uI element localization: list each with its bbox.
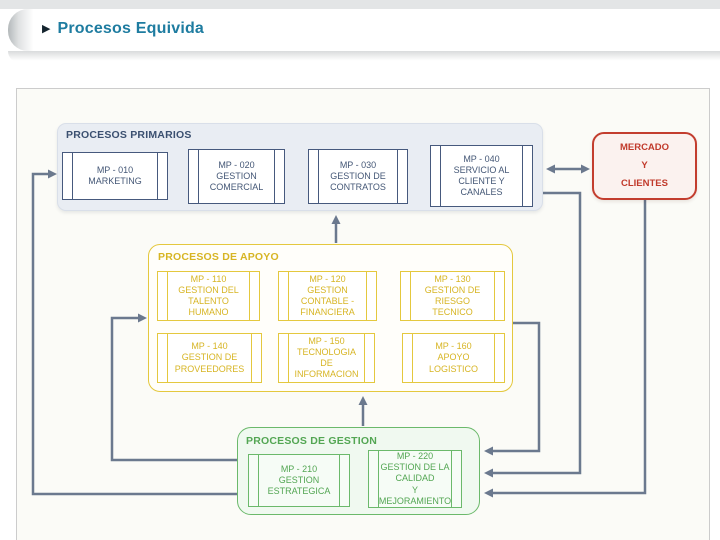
connector-gestion-to-primarios	[31, 172, 237, 496]
process-box-label: MP - 120 GESTION CONTABLE - FINANCIERA	[300, 273, 355, 318]
process-box-mp-210[interactable]: MP - 210 GESTION ESTRATEGICA	[248, 454, 350, 507]
header-cap	[8, 9, 38, 51]
process-box-label: MP - 020 GESTION COMERCIAL	[209, 159, 264, 193]
process-box-mp-030[interactable]: MP - 030 GESTION DE CONTRATOS	[308, 149, 408, 204]
process-box-mp-120[interactable]: MP - 120 GESTION CONTABLE - FINANCIERA	[278, 271, 377, 321]
process-box-label: MP - 160 APOYO LOGISTICO	[428, 341, 478, 374]
gestion-title: PROCESOS DE GESTION	[246, 435, 377, 447]
process-box-label: MP - 140 GESTION DE PROVEEDORES	[174, 341, 245, 374]
process-box-mp-150[interactable]: MP - 150 TECNOLOGIA DE INFORMACION	[278, 333, 375, 383]
process-box-label: MP - 110 GESTION DEL TALENTO HUMANO	[178, 273, 239, 318]
arrowhead-into-mercado	[581, 164, 590, 174]
process-box-mp-130[interactable]: MP - 130 GESTION DE RIESGO TECNICO	[400, 271, 505, 321]
process-box-mp-220[interactable]: MP - 220 GESTION DE LA CALIDAD Y MEJORAM…	[368, 450, 462, 508]
mercado-clientes-label: MERCADO Y CLIENTES	[619, 141, 670, 190]
expander-triangle-icon[interactable]: ▶	[42, 22, 51, 35]
apoyo-title: PROCESOS DE APOYO	[158, 251, 279, 263]
primarios-title: PROCESOS PRIMARIOS	[66, 129, 192, 141]
arrowhead-into-gestion-3	[484, 488, 493, 498]
connector-mercado-to-gestion	[492, 200, 647, 495]
connector-primarios-to-gestion	[492, 191, 582, 475]
connector-apoyo-to-gestion	[492, 321, 541, 453]
arrowhead-into-gestion-1	[484, 446, 493, 456]
arrowhead-into-apoyo	[138, 313, 147, 323]
page-title: Procesos Equivida	[57, 20, 205, 37]
arrowhead-up-primarios	[331, 215, 341, 224]
process-box-label: MP - 220 GESTION DE LA CALIDAD Y MEJORAM…	[378, 450, 452, 506]
process-box-label: MP - 130 GESTION DE RIESGO TECNICO	[424, 273, 481, 318]
process-box-label: MP - 210 GESTION ESTRATEGICA	[267, 463, 331, 497]
header-bar	[8, 9, 720, 51]
process-box-label: MP - 150 TECNOLOGIA DE INFORMACION	[294, 335, 359, 380]
process-box-label: MP - 040 SERVICIO AL CLIENTE Y CANALES	[453, 153, 510, 198]
section-header[interactable]: ▶ Procesos Equivida	[42, 20, 204, 38]
arrowhead-into-primarios	[48, 169, 57, 179]
process-box-label: MP - 030 GESTION DE CONTRATOS	[330, 159, 386, 193]
process-box-mp-040[interactable]: MP - 040 SERVICIO AL CLIENTE Y CANALES	[430, 145, 533, 207]
process-box-mp-140[interactable]: MP - 140 GESTION DE PROVEEDORES	[157, 333, 262, 383]
process-box-mp-010[interactable]: MP - 010 MARKETING	[62, 152, 168, 200]
top-strip	[0, 0, 720, 9]
connector-gestion-to-apoyo	[110, 316, 237, 462]
process-box-mp-110[interactable]: MP - 110 GESTION DEL TALENTO HUMANO	[157, 271, 260, 321]
header-shadow	[8, 51, 720, 63]
process-box-mp-020[interactable]: MP - 020 GESTION COMERCIAL	[188, 149, 285, 204]
arrowhead-into-gestion-2	[484, 468, 493, 478]
arrowhead-into-primarios-right	[546, 164, 555, 174]
mercado-clientes-box: MERCADO Y CLIENTES	[592, 132, 697, 200]
process-box-label: MP - 010 MARKETING	[88, 164, 142, 186]
arrowhead-up-apoyo	[358, 396, 368, 405]
process-box-mp-160[interactable]: MP - 160 APOYO LOGISTICO	[402, 333, 505, 383]
